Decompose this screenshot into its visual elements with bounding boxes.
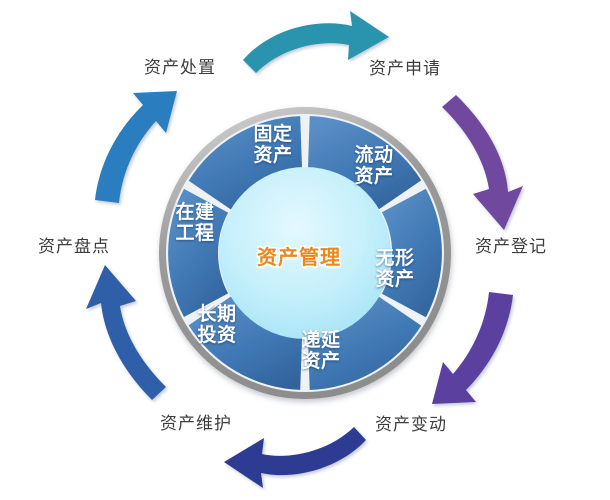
segment-deferred-assets[interactable] — [188, 296, 302, 390]
segment-intangible-assets[interactable] — [308, 296, 422, 390]
arrow-to-asset-inventory — [86, 265, 166, 400]
arrow-to-asset-maintenance — [224, 427, 366, 488]
arrow-to-asset-registration — [442, 95, 523, 230]
segment-construction-in-progress[interactable] — [188, 116, 302, 210]
arrow-to-asset-change — [432, 292, 513, 404]
cycle-label-asset-maintenance[interactable]: 资产维护 — [160, 414, 232, 434]
donut-segments — [168, 116, 442, 390]
cycle-label-asset-disposal[interactable]: 资产处置 — [144, 58, 216, 78]
segment-long-term-investment[interactable] — [168, 188, 229, 317]
arrow-to-asset-disposal — [95, 91, 177, 203]
cycle-label-asset-inventory[interactable]: 资产盘点 — [38, 237, 110, 257]
donut-center-circle — [219, 167, 391, 339]
cycle-label-asset-application[interactable]: 资产申请 — [369, 59, 441, 79]
cycle-label-asset-registration[interactable]: 资产登记 — [475, 237, 547, 257]
segment-current-assets[interactable] — [381, 188, 442, 318]
segment-fixed-assets[interactable] — [308, 116, 422, 210]
arrow-to-asset-application — [243, 11, 389, 73]
center-label-asset-management: 资产管理 — [257, 245, 341, 269]
cycle-label-asset-change[interactable]: 资产变动 — [375, 415, 447, 435]
